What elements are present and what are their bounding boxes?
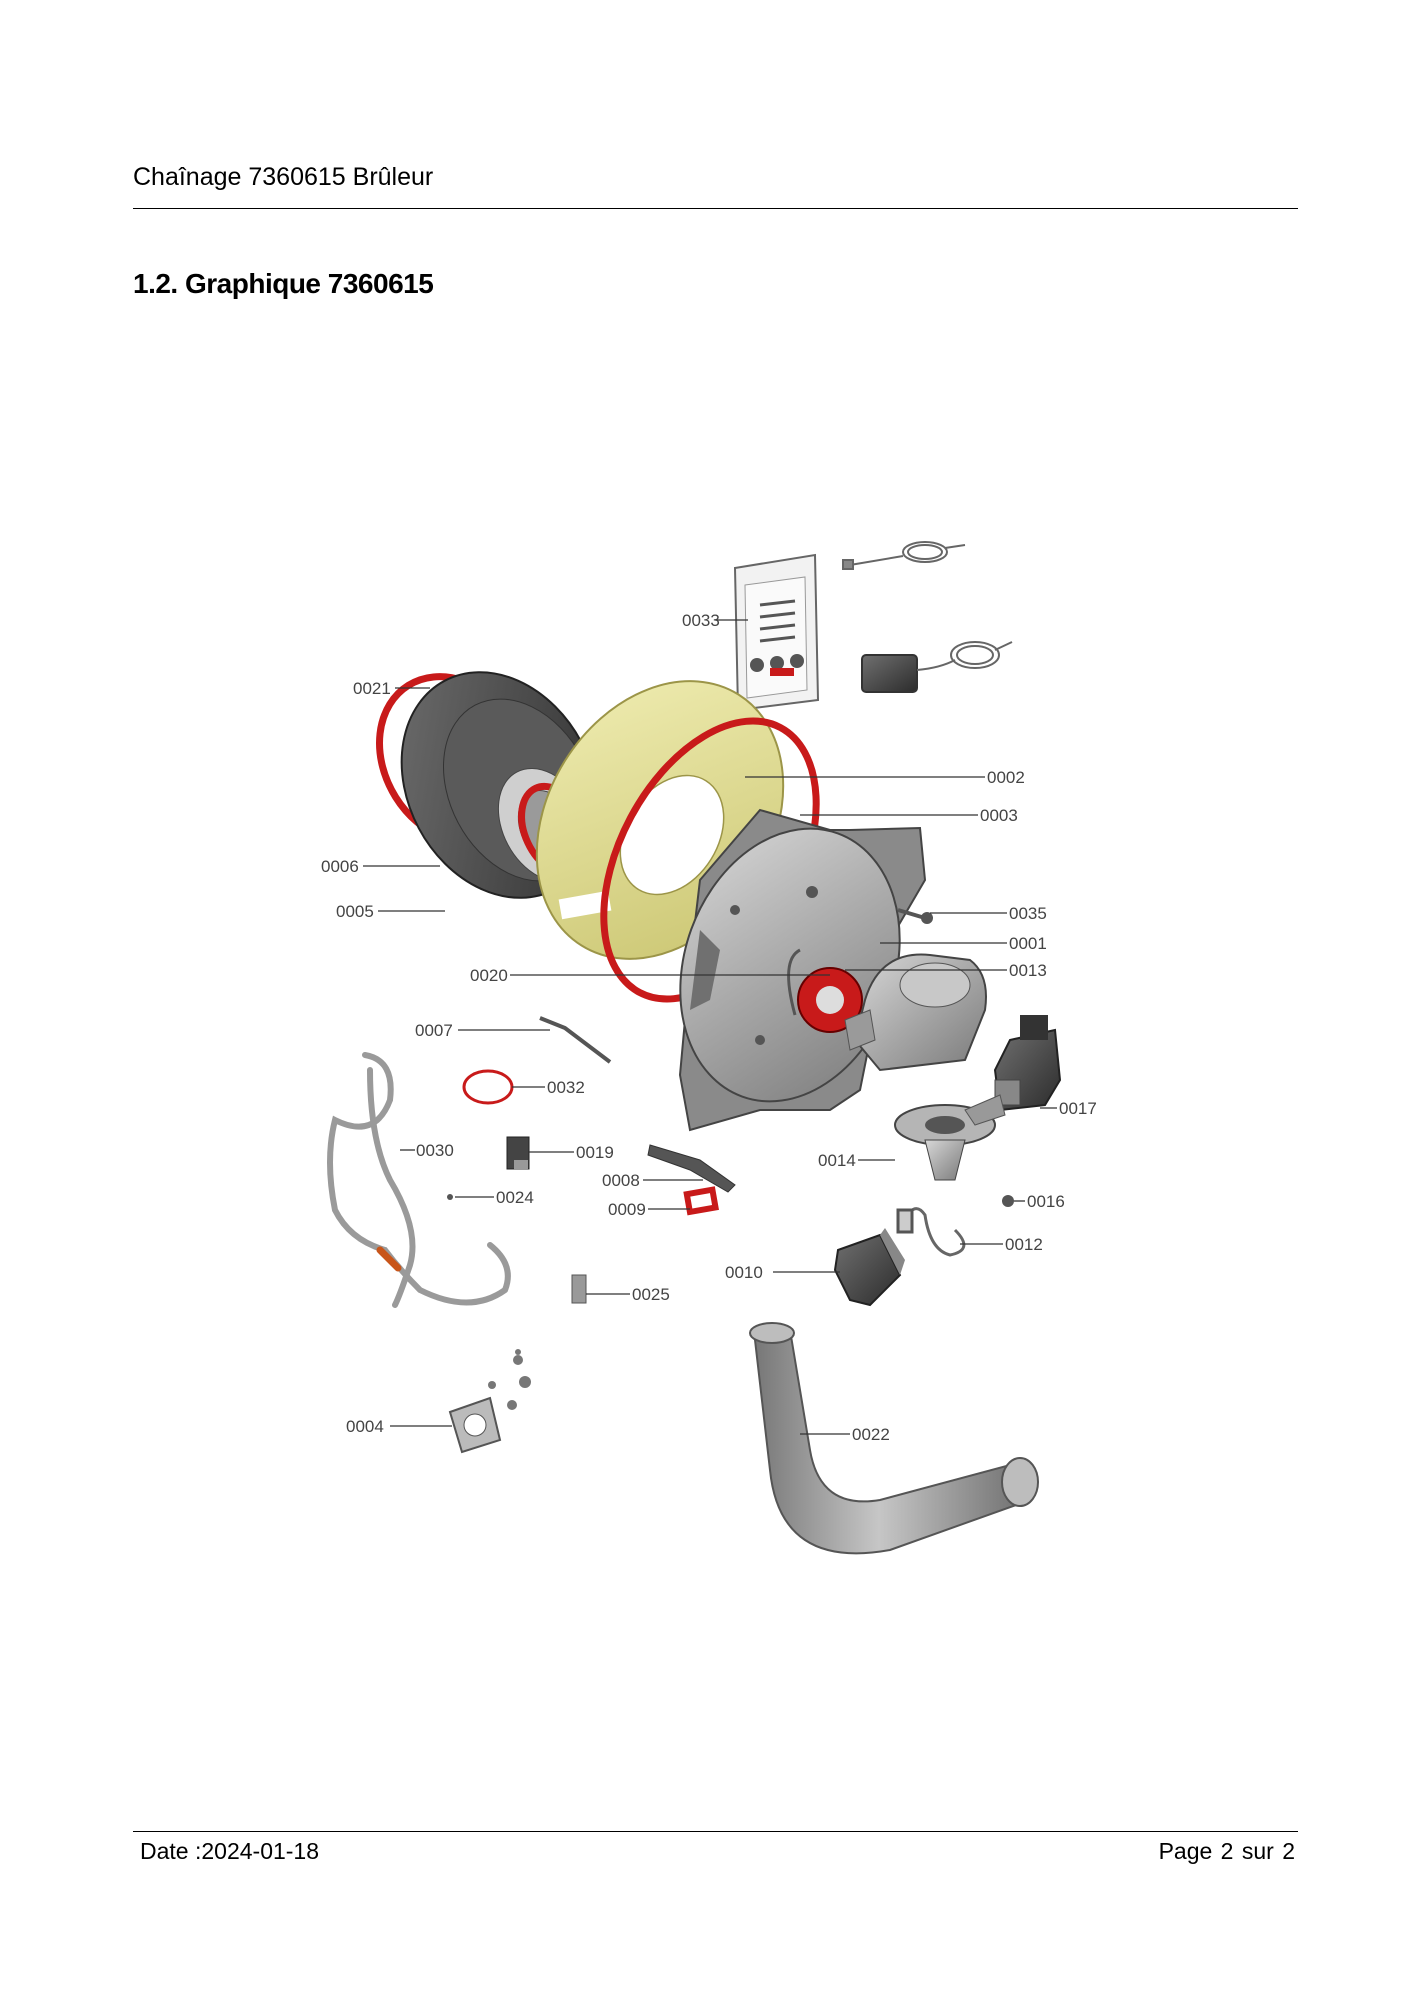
part-gasket-0009	[683, 1186, 719, 1216]
part-plug-0016	[1002, 1195, 1014, 1207]
callout-0032: 0032	[547, 1078, 585, 1097]
callout-0013: 0013	[1009, 961, 1047, 980]
header-divider	[133, 208, 1298, 209]
callout-0016: 0016	[1027, 1192, 1065, 1211]
callout-0007: 0007	[415, 1021, 453, 1040]
part-clip-0025	[571, 1274, 587, 1304]
leader-lines	[363, 619, 1057, 1435]
footer-page-number: Page 2 sur 2	[1158, 1838, 1295, 1864]
callout-0002: 0002	[987, 768, 1025, 787]
part-flue-pipe	[749, 1322, 1039, 1555]
part-bracket-0008	[647, 1144, 736, 1193]
part-screw-0024	[447, 1194, 453, 1200]
callout-0003: 0003	[980, 806, 1018, 825]
part-screw-0035	[897, 908, 933, 924]
part-venturi	[894, 1094, 1006, 1181]
callout-0006: 0006	[321, 857, 359, 876]
callout-0008: 0008	[602, 1171, 640, 1190]
callout-0014: 0014	[818, 1151, 856, 1170]
callout-0025: 0025	[632, 1285, 670, 1304]
callout-0010: 0010	[725, 1263, 763, 1282]
part-flange-plate	[448, 1349, 531, 1454]
part-ignition-cable	[896, 1207, 966, 1257]
callout-0020: 0020	[470, 966, 508, 985]
part-o-ring	[462, 1069, 514, 1105]
callout-labels: 0033 0021 0002 0003 0006 0005 0035 0001 …	[321, 611, 1097, 1444]
part-ignition-unit	[833, 1228, 905, 1307]
part-gas-valve	[993, 1015, 1062, 1112]
callout-0030: 0030	[416, 1141, 454, 1160]
part-gas-pipe	[327, 1052, 511, 1308]
callout-0017: 0017	[1059, 1099, 1097, 1118]
part-sensor-0019	[506, 1136, 530, 1170]
callout-0001: 0001	[1009, 934, 1047, 953]
callout-0005: 0005	[336, 902, 374, 921]
part-cable-set	[842, 541, 1013, 693]
callout-0024: 0024	[496, 1188, 534, 1207]
callout-0021: 0021	[353, 679, 391, 698]
part-electrode	[539, 1016, 612, 1064]
callout-0022: 0022	[852, 1425, 890, 1444]
callout-0035: 0035	[1009, 904, 1047, 923]
callout-0019: 0019	[576, 1143, 614, 1162]
footer-divider	[133, 1831, 1298, 1832]
part-fan-housing	[844, 953, 987, 1072]
section-title: 1.2. Graphique 7360615	[133, 268, 434, 299]
callout-0033: 0033	[682, 611, 720, 630]
callout-0009: 0009	[608, 1200, 646, 1219]
document-header-title: Chaînage 7360615 Brûleur	[133, 163, 434, 191]
footer-date: Date :2024-01-18	[140, 1838, 320, 1864]
callout-0012: 0012	[1005, 1235, 1043, 1254]
part-control-panel	[733, 553, 820, 712]
callout-0004: 0004	[346, 1417, 384, 1436]
